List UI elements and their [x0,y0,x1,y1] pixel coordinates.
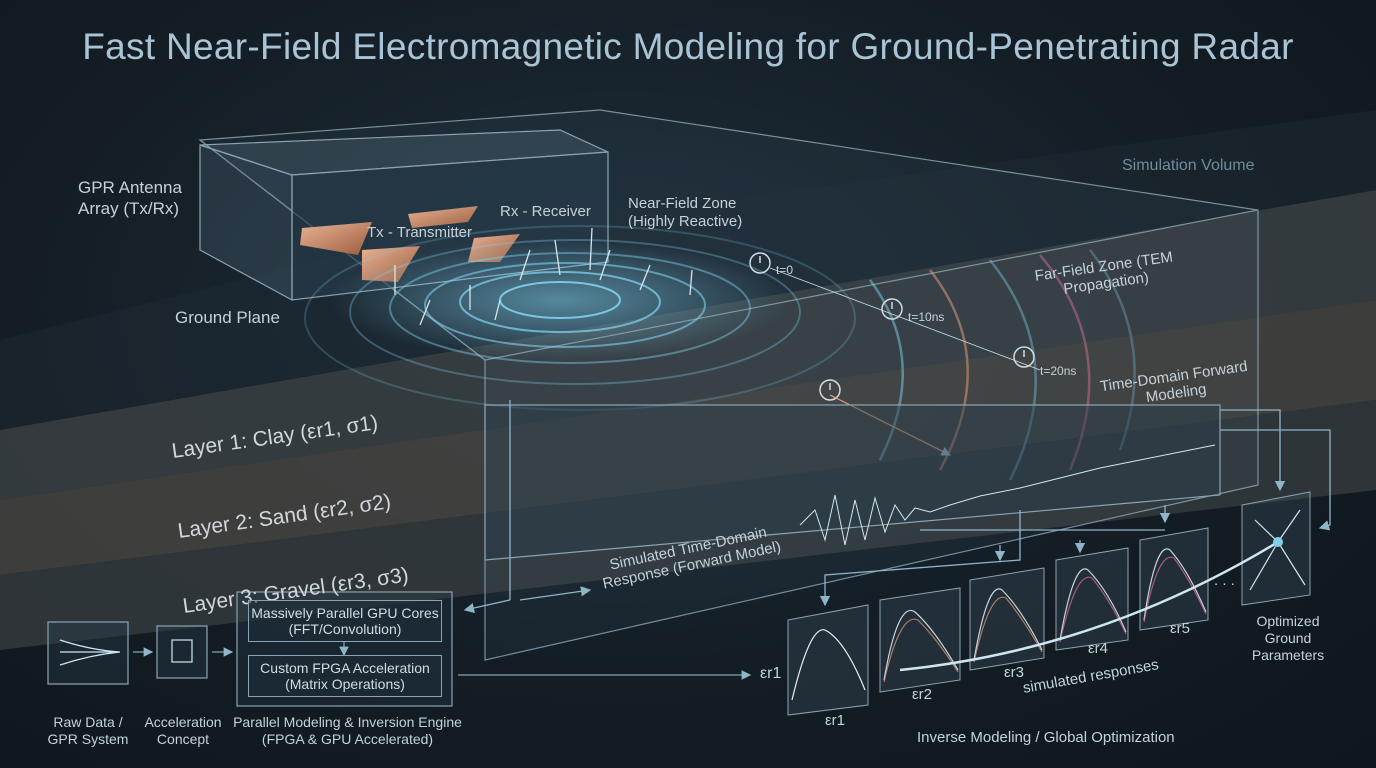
response-panel-3 [969,567,1045,671]
acceleration-box [156,625,208,679]
optimized-point [1273,537,1283,547]
ellipsis: . . . [1214,572,1235,589]
raw-data-caption: Raw Data / GPR System [47,714,129,747]
near-field-waves [304,225,856,411]
time-domain-trace [799,444,1216,546]
propagation-ray [769,267,1041,371]
optimized-parameters-label: Optimized Ground Parameters [1251,613,1325,663]
inverse-caption: Inverse Modeling / Global Optimization [917,729,1175,746]
response-curves [791,509,1306,701]
acceleration-caption: Acceleration Concept [144,714,222,747]
eps-label-2: εr2 [912,686,933,703]
arrow-eps-label: εr1 [760,665,782,682]
ground-plane-label: Ground Plane [175,308,280,327]
simulation-volume-label: Simulation Volume [1122,157,1255,174]
engine-caption: Parallel Modeling & Inversion Engine (FP… [233,714,462,747]
antenna-array-label: GPR Antenna Array (Tx/Rx) [78,178,182,218]
response-panel-1 [787,604,869,716]
page-title: Fast Near-Field Electromagnetic Modeling… [82,26,1294,67]
inverse-branch-arrows [819,409,1331,607]
stopwatch-icon-t0 [749,252,771,274]
response-panel-4 [1055,547,1129,651]
eps-label-1: εr1 [825,712,846,729]
timestamp-t0: t=0 [776,263,794,277]
eps-label-3: εr3 [1004,664,1025,681]
stopwatch-icon-t30 [819,379,841,401]
layer-2-band [0,300,1376,575]
timer-icons [749,252,1035,401]
tx-label: Tx - Transmitter [367,224,473,241]
optimized-panel [1241,491,1311,606]
near-field-label: Near-Field Zone (Highly Reactive) [628,195,743,230]
tx-antenna-plate-1 [300,222,372,255]
response-arrow [519,586,592,601]
field-vectors [394,227,693,326]
stopwatch-icon-t20 [1013,346,1035,368]
timestamp-t10: t=10ns [908,310,945,324]
far-field-arcs [868,249,1136,481]
response-panel-2 [879,587,961,693]
forward-model-box [484,404,1221,561]
stopwatch-icon-t10 [881,298,903,320]
response-panel-5 [1139,527,1209,631]
forward-arrow-bottom [463,599,511,614]
layer-3-band [0,400,1376,650]
eps-label-5: εr5 [1170,620,1191,637]
rx-label: Rx - Receiver [500,203,591,220]
fpga-box: Custom FPGA Acceleration (Matrix Operati… [248,655,442,697]
rx-antenna-plate-1 [408,206,478,228]
timestamp-t20: t=20ns [1040,364,1077,378]
eps-label-4: εr4 [1088,640,1109,657]
gpu-cores-box: Massively Parallel GPU Cores (FFT/Convol… [248,600,442,642]
